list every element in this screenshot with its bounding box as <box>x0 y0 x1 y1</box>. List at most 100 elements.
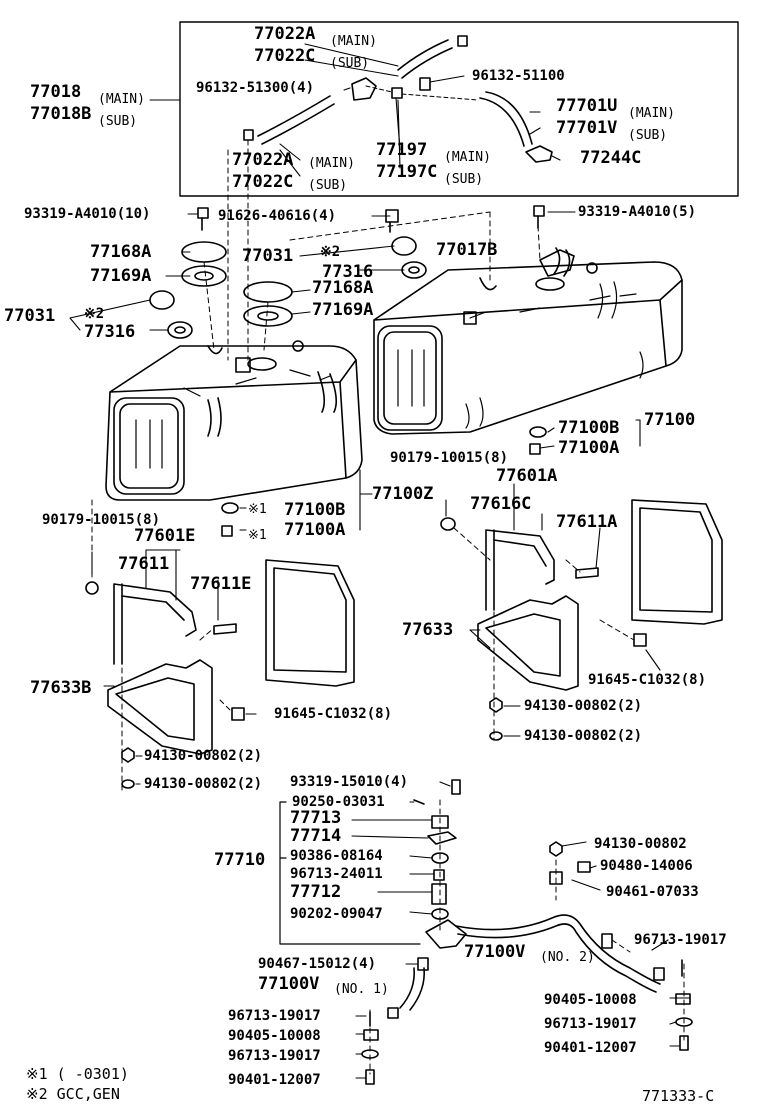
drain-parts-right <box>529 426 547 455</box>
footnote-2: ※2 GCC,GEN <box>26 1085 120 1103</box>
part-label-p77022C-top-note: (SUB) <box>330 56 370 71</box>
part-label-p90480-14006: 90480-14006 <box>600 858 693 874</box>
part-label-p77611A: 77611A <box>556 512 618 532</box>
part-label-p77633B: 77633B <box>30 678 92 698</box>
part-label-p77316-mid: 77316 <box>322 262 374 282</box>
part-label-p90467-15012: 90467-15012(4) <box>258 956 377 972</box>
bracket-77710 <box>279 801 421 945</box>
part-label-p94130-l2: 94130-00802(2) <box>144 776 263 792</box>
part-label-p77244C: 77244C <box>580 148 642 168</box>
part-label-p77168A-left: 77168A <box>90 242 152 262</box>
part-label-p77031-mid-note: ※2 <box>320 244 341 260</box>
clamp-top <box>457 35 468 47</box>
part-label-p94130-r1: 94130-00802(2) <box>524 698 643 714</box>
part-label-p90405-10008-r: 90405-10008 <box>544 992 637 1008</box>
part-label-p77018: 77018 <box>30 82 82 102</box>
part-label-p77712: 77712 <box>290 882 342 902</box>
dashed-guides-right-band <box>453 527 635 741</box>
part-label-p77616C: 77616C <box>470 494 532 514</box>
part-label-p77018-note: (MAIN) <box>98 92 145 107</box>
part-label-p77601E: 77601E <box>134 526 196 546</box>
part-label-p91645-l: 91645-C1032(8) <box>274 706 393 722</box>
part-label-p77100V-no1: 77100V <box>258 974 320 994</box>
part-label-p77100A-r: 77100A <box>558 438 620 458</box>
part-label-p77031-left: 77031 <box>4 306 56 326</box>
part-label-p90179-r: 90179-10015(8) <box>390 450 509 466</box>
part-label-p77031-left-note: ※2 <box>84 306 105 322</box>
nuts-left <box>121 747 135 789</box>
part-label-p96713-19017-r2: 96713-19017 <box>544 1016 637 1032</box>
leader-lines-upper <box>149 43 576 217</box>
fuel-tank-left <box>105 340 363 501</box>
part-label-p77022C-mid: 77022C <box>232 172 294 192</box>
part-label-p77701V: 77701V <box>556 118 618 138</box>
clamp-right-small <box>419 77 431 91</box>
part-label-p77100V-no1-note: (NO. 1) <box>334 982 389 997</box>
part-label-p77100V-no2: 77100V <box>464 942 526 962</box>
hose-77701U <box>479 91 533 147</box>
part-label-p96713-19017-l2: 96713-19017 <box>228 1048 321 1064</box>
hose-77022A-top <box>397 39 453 79</box>
part-label-p91626-40616: 91626-40616(4) <box>218 208 337 224</box>
part-label-p77022A-mid: 77022A <box>232 150 294 170</box>
part-label-p77169A-mid: 77169A <box>312 300 374 320</box>
footnote-1: ※1 ( -0301) <box>26 1065 129 1083</box>
clamp-center-small <box>391 87 403 99</box>
part-label-p77017B: 77017B <box>436 240 498 260</box>
bracket-77244C <box>525 145 553 163</box>
part-label-p90250-03031: 90250-03031 <box>292 794 385 810</box>
part-label-p77022A-top: 77022A <box>254 24 316 44</box>
fuel-tank-right <box>373 247 683 435</box>
dashed-guides-pipe <box>369 859 685 1075</box>
part-label-p77633: 77633 <box>402 620 454 640</box>
tank-band-right <box>440 499 723 691</box>
part-label-p77611: 77611 <box>118 554 170 574</box>
part-label-p77197: 77197 <box>376 140 428 160</box>
leader-lines-drain <box>239 419 641 531</box>
part-label-p77601A: 77601A <box>496 466 558 486</box>
part-label-p77611E: 77611E <box>190 574 252 594</box>
joint-77197 <box>351 77 377 101</box>
part-label-p90461-07033: 90461-07033 <box>606 884 699 900</box>
part-label-p-note1-a: ※1 <box>248 502 267 517</box>
part-label-p90386-08164: 90386-08164 <box>290 848 383 864</box>
part-label-p96132-51100: 96132-51100 <box>472 68 565 84</box>
part-label-p94130-l1: 94130-00802(2) <box>144 748 263 764</box>
drain-cock-parts <box>413 779 461 920</box>
part-label-p77031-mid: 77031 <box>242 246 294 266</box>
part-label-p77168A-mid: 77168A <box>312 278 374 298</box>
part-label-p94130-00802: 94130-00802 <box>594 836 687 852</box>
drain-parts-left <box>221 502 239 537</box>
part-label-p77714: 77714 <box>290 826 342 846</box>
part-label-p90401-12007-r: 90401-12007 <box>544 1040 637 1056</box>
part-label-p77022C-mid-note: (SUB) <box>308 178 348 193</box>
part-label-p93319-A4010-5: 93319-A4010(5) <box>578 204 697 220</box>
part-label-p77022A-top-note: (MAIN) <box>330 34 377 49</box>
part-label-p77169A-left: 77169A <box>90 266 152 286</box>
part-label-p77100Z: 77100Z <box>372 484 434 504</box>
part-label-p90202-09047: 90202-09047 <box>290 906 383 922</box>
part-label-p77701V-note: (SUB) <box>628 128 668 143</box>
pipe-77100V-no1 <box>387 957 429 1019</box>
part-label-p96713-19017-l1: 96713-19017 <box>228 1008 321 1024</box>
joint-dash <box>365 85 479 101</box>
part-label-p77701U: 77701U <box>556 96 618 116</box>
part-label-p96713-24011: 96713-24011 <box>290 866 383 882</box>
part-label-p77100B-l: 77100B <box>284 500 346 520</box>
part-label-p93319-15010: 93319-15010(4) <box>290 774 409 790</box>
part-label-p77316-left: 77316 <box>84 322 136 342</box>
part-label-p77100V-no2-note: (NO. 2) <box>540 950 595 965</box>
gaskets-left <box>149 241 227 339</box>
part-label-p90405-10008-l: 90405-10008 <box>228 1028 321 1044</box>
clamp-left-small <box>243 129 254 141</box>
part-label-p91645-r: 91645-C1032(8) <box>588 672 707 688</box>
part-label-p77018B: 77018B <box>30 104 92 124</box>
part-label-p77100-r: 77100 <box>644 410 696 430</box>
part-label-p77197C: 77197C <box>376 162 438 182</box>
nuts-right <box>489 697 503 741</box>
part-label-p77100A-l: 77100A <box>284 520 346 540</box>
part-label-p77018B-note: (SUB) <box>98 114 138 129</box>
part-label-p77701U-note: (MAIN) <box>628 106 675 121</box>
part-label-p96713-19017-r1: 96713-19017 <box>634 932 727 948</box>
